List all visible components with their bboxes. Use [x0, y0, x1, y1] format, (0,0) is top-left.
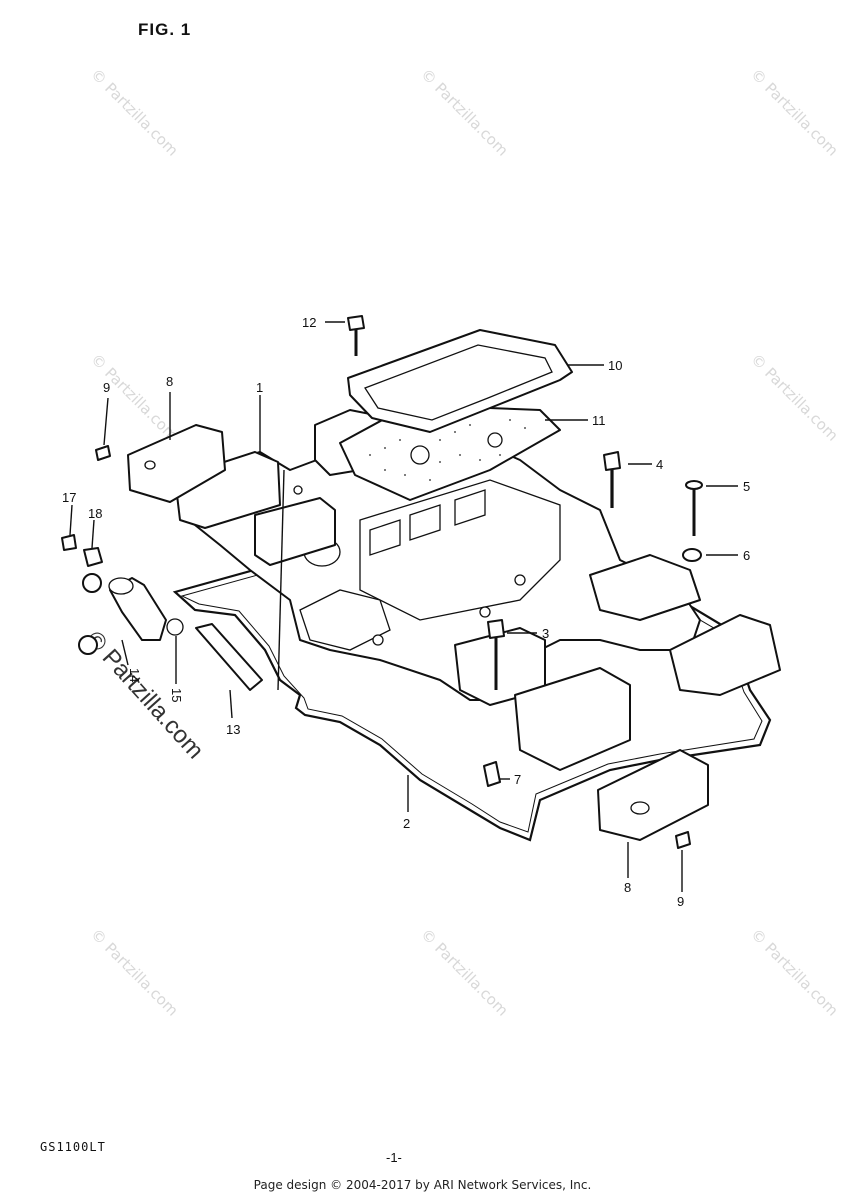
callout-18: 18 [88, 506, 102, 521]
watermark: © Partzilla.com [87, 350, 182, 445]
callout-10: 10 [608, 358, 622, 373]
screw-17 [61, 534, 77, 551]
cam-cover-center-2 [514, 667, 631, 771]
page-number: -1- [386, 1150, 402, 1165]
callout-9-left: 9 [103, 380, 110, 395]
cylinder-head-cover [179, 419, 701, 701]
o-ring-15 [166, 618, 184, 636]
seal-ring [78, 635, 98, 655]
callout-15: 15 [169, 688, 184, 702]
tachometer-gear-shaft-13 [195, 623, 263, 691]
clamp-18 [83, 547, 103, 567]
screw-9-left [95, 445, 111, 461]
housing-bore [108, 577, 134, 595]
copyright-footer: Page design © 2004-2017 by ARI Network S… [253, 1178, 592, 1192]
callout-11: 11 [592, 413, 606, 428]
end-cap-right [597, 749, 709, 841]
callout-14: 14 [127, 668, 142, 682]
model-code: GS1100LT [40, 1140, 106, 1154]
washer-6 [682, 548, 702, 562]
callout-1: 1 [256, 380, 263, 395]
callout-6: 6 [743, 548, 750, 563]
watermark: © Partzilla.com [417, 925, 512, 1020]
dowel-pin-7 [483, 761, 501, 787]
callout-2: 2 [403, 816, 410, 831]
breather-cover-gasket [339, 404, 561, 501]
callout-12: 12 [302, 315, 316, 330]
screw-9-right [675, 831, 691, 849]
bushing [82, 573, 102, 593]
watermark: © Partzilla.com [747, 350, 842, 445]
callout-13: 13 [226, 722, 240, 737]
callout-17: 17 [62, 490, 76, 505]
bolt-3 [487, 619, 505, 690]
cam-cover-left-2 [254, 497, 336, 566]
watermark: © Partzilla.com [87, 925, 182, 1020]
callout-7: 7 [514, 772, 521, 787]
callout-labels: 1 2 3 4 5 6 7 8 8 9 9 10 11 12 13 14 15 … [62, 315, 750, 909]
bolt-5 [685, 480, 703, 536]
callout-8-right: 8 [624, 880, 631, 895]
callout-8-left: 8 [166, 374, 173, 389]
bolt-4 [603, 451, 621, 508]
watermark-large: © Partzilla.com [81, 626, 209, 764]
callout-3: 3 [542, 626, 549, 641]
end-cap-left [127, 424, 226, 503]
figure-title: FIG. 1 [138, 20, 192, 39]
watermark: © Partzilla.com [747, 925, 842, 1020]
bolt-12 [347, 315, 365, 356]
callout-4: 4 [656, 457, 663, 472]
watermark: © Partzilla.com [747, 65, 842, 160]
cam-cover-right [589, 554, 701, 621]
cam-cover-right-2 [669, 614, 781, 696]
watermark: © Partzilla.com [417, 65, 512, 160]
leader-lines [69, 321, 738, 892]
callout-9-right: 9 [677, 894, 684, 909]
callout-5: 5 [743, 479, 750, 494]
watermark: © Partzilla.com [87, 65, 182, 160]
